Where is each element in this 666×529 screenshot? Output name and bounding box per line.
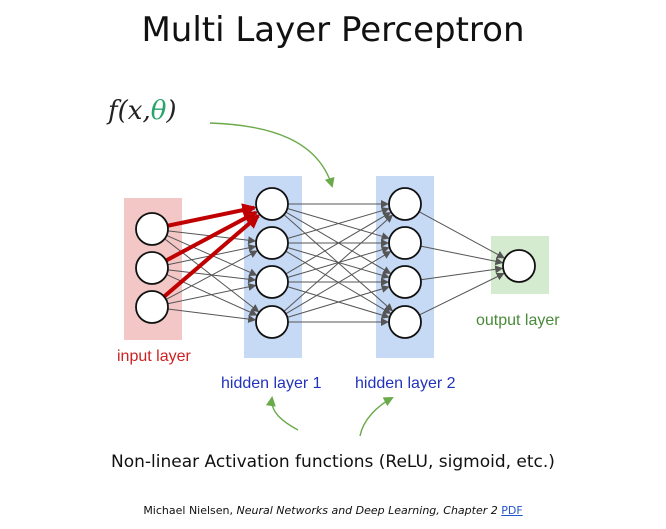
hidden1-node bbox=[255, 226, 289, 260]
formula-close-paren: ) bbox=[166, 96, 177, 126]
activation-arrow-hidden-1 bbox=[265, 396, 299, 431]
citation-author: Michael Nielsen, bbox=[143, 504, 234, 517]
input-node bbox=[135, 212, 169, 246]
hidden1-node bbox=[255, 265, 289, 299]
formula-f-x-theta: f(x,θ) bbox=[108, 96, 177, 126]
highlighted-weight-arrow bbox=[165, 210, 258, 263]
input-layer-label: input layer bbox=[117, 348, 191, 365]
formula-x: x bbox=[127, 96, 143, 126]
formula-open-paren: ( bbox=[117, 96, 128, 126]
hidden-layer-1-label: hidden layer 1 bbox=[221, 375, 322, 392]
hidden1-node bbox=[255, 187, 289, 221]
formula-pointer-arrow bbox=[209, 122, 335, 188]
connection-edge bbox=[285, 251, 392, 315]
citation-book: Neural Networks and Deep Learning, Chapt… bbox=[236, 504, 498, 517]
formula-comma: , bbox=[142, 96, 151, 126]
hidden-layer-2-label: hidden layer 2 bbox=[355, 375, 456, 392]
hidden2-node bbox=[388, 265, 422, 299]
connection-edge bbox=[418, 211, 505, 259]
connection-edge bbox=[167, 308, 257, 323]
slide-title: Multi Layer Perceptron bbox=[141, 10, 525, 50]
connection-edge bbox=[420, 245, 504, 266]
output-node bbox=[502, 249, 536, 283]
connection-edge bbox=[285, 212, 392, 275]
highlighted-weight-arrow bbox=[167, 203, 257, 228]
hidden2-node bbox=[388, 305, 422, 339]
hidden1-node bbox=[255, 305, 289, 339]
input-node bbox=[135, 251, 169, 285]
input-node bbox=[135, 290, 169, 324]
activation-functions-note: Non-linear Activation functions (ReLU, s… bbox=[111, 452, 555, 472]
pdf-link[interactable]: PDF bbox=[501, 504, 523, 517]
connection-edge bbox=[287, 206, 390, 239]
formula-theta: θ bbox=[150, 96, 167, 126]
connection-edge bbox=[420, 265, 504, 281]
highlighted-weight-arrow bbox=[162, 214, 260, 299]
activation-arrow-hidden-2 bbox=[359, 397, 394, 437]
citation: Michael Nielsen, Neural Networks and Dee… bbox=[0, 504, 666, 517]
connection-edge bbox=[165, 250, 258, 300]
connection-edge bbox=[283, 214, 394, 312]
connection-edge bbox=[287, 245, 390, 278]
connection-edge bbox=[167, 282, 257, 305]
connection-edge bbox=[419, 272, 505, 316]
output-layer-label: output layer bbox=[476, 312, 560, 329]
hidden2-node bbox=[388, 187, 422, 221]
formula-f: f bbox=[108, 96, 118, 126]
connection-edge bbox=[287, 285, 390, 318]
hidden2-node bbox=[388, 226, 422, 260]
